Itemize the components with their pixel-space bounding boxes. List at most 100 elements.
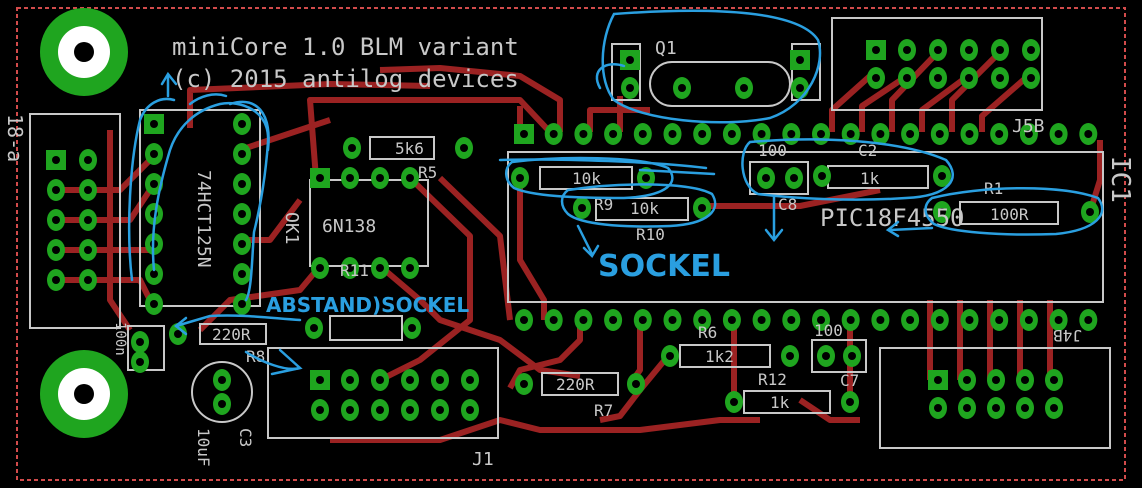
pad-hole [786, 352, 794, 360]
pad-hole [757, 130, 766, 138]
pad-hole [346, 174, 354, 182]
pad-hole [727, 130, 736, 138]
pad-hole [796, 84, 804, 92]
pad-hole [520, 316, 528, 324]
pad-hole [376, 174, 384, 182]
pad-hole [992, 404, 1000, 412]
label-1k-a: 1k [860, 169, 880, 188]
pad-hole [549, 316, 558, 324]
pad-hole [376, 264, 384, 272]
pad-hole [1021, 376, 1029, 384]
pad-hole [408, 324, 416, 332]
label-74hct: 74HCT125N [193, 170, 214, 268]
pad-hole [84, 216, 92, 224]
pad-hole [52, 186, 60, 194]
pad-hole [316, 174, 324, 182]
pad-hole [150, 300, 158, 308]
pad-hole [817, 316, 825, 324]
title-line-2: (c) 2015 antilog devices [172, 65, 519, 93]
label-1k2: 1k2 [705, 347, 734, 366]
pad-hole [406, 376, 414, 384]
pad-hole [818, 172, 826, 180]
annotation-abstand-sockel: ABSTAND)SOCKEL [266, 293, 469, 317]
pad-hole [436, 376, 444, 384]
pad-hole [934, 376, 942, 384]
trace [599, 354, 671, 423]
pad-hole [906, 130, 915, 138]
pad-hole [1050, 404, 1058, 412]
pad-hole [626, 56, 634, 64]
pad-hole [876, 316, 885, 324]
pad-hole [136, 338, 144, 346]
label-c3: C3 [236, 428, 255, 447]
pad-hole [466, 406, 474, 414]
pad-hole [730, 398, 738, 406]
trace [52, 157, 153, 193]
label-220r-b: 220R [556, 375, 595, 394]
pad-hole [1054, 316, 1063, 324]
trace [378, 175, 473, 383]
label-100r: 100R [990, 205, 1029, 224]
label-100-a: 100 [758, 141, 787, 160]
pad-hole [84, 186, 92, 194]
label-r7: R7 [594, 401, 613, 420]
pad-hole [934, 46, 942, 54]
label-r11: R11 [340, 261, 369, 280]
pad-hole [727, 316, 736, 324]
pad-hole [238, 270, 246, 278]
pad-hole [52, 246, 60, 254]
label-10uf: 10uF [194, 428, 213, 467]
label-r10: R10 [636, 225, 665, 244]
pad-hole [992, 376, 1000, 384]
pad-hole [698, 316, 707, 324]
trace [889, 49, 941, 132]
label-10k-b: 10k [630, 199, 659, 218]
annotation-sockel: SOCKEL [598, 249, 730, 284]
pad-hole [376, 376, 384, 384]
pad-hole [406, 406, 414, 414]
pad-hole [876, 130, 885, 138]
pad-hole [316, 376, 324, 384]
label-r12: R12 [758, 370, 787, 389]
pad-hole [84, 156, 92, 164]
pad-hole [406, 174, 414, 182]
pad-hole [906, 316, 915, 324]
pad-hole [348, 144, 356, 152]
trace [52, 277, 153, 302]
pad-hole [934, 404, 942, 412]
silkscreen-outlines [29, 17, 1111, 449]
pad-hole [150, 120, 158, 128]
pad-hole [872, 74, 880, 82]
title-line-1: miniCore 1.0 BLM variant [172, 33, 519, 61]
label-j8: 18-a [3, 114, 27, 162]
pad-hole [316, 406, 324, 414]
label-opto: 6N138 [322, 216, 376, 237]
pad-hole [872, 46, 880, 54]
pad-hole [218, 376, 226, 384]
pad-hole [822, 352, 830, 360]
pad-hole [903, 46, 911, 54]
pad-hole [238, 180, 246, 188]
pad-hole [1024, 130, 1033, 138]
pad-hole [238, 120, 246, 128]
pad-hole [520, 130, 528, 138]
label-c7: C7 [840, 371, 859, 390]
pad-hole [638, 316, 647, 324]
pad-hole [52, 156, 60, 164]
trace [437, 175, 513, 321]
pad-hole [150, 270, 158, 278]
trace [52, 188, 153, 223]
pad-hole [218, 400, 226, 408]
trace [1087, 140, 1103, 213]
pad-hole [516, 174, 524, 182]
pad-hole [549, 130, 558, 138]
trace [949, 49, 1003, 132]
pad-hole [965, 130, 974, 138]
pad-hole [376, 406, 384, 414]
pad-hole [52, 276, 60, 284]
trace [379, 65, 563, 132]
mounting-holes [40, 8, 128, 438]
pad-hole [848, 352, 856, 360]
pad-hole [934, 74, 942, 82]
